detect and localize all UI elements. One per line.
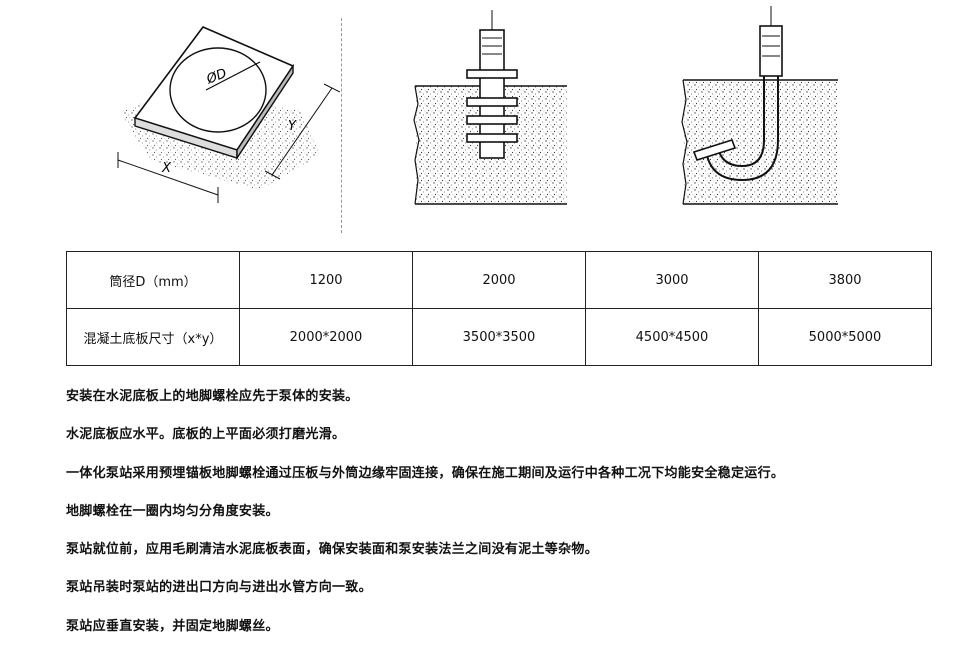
j-bolt-diagram bbox=[681, 6, 838, 205]
installation-notes: 安装在水泥底板上的地脚螺栓应先于泵体的安装。 水泥底板应水平。底板的上平面必须打… bbox=[66, 382, 946, 650]
anchor-bolt-diagram bbox=[413, 10, 567, 205]
diameter-label: ØD bbox=[204, 66, 229, 88]
note-item: 泵站应垂直安装，并固定地脚螺丝。 bbox=[66, 618, 279, 634]
note-item: 安装在水泥底板上的地脚螺栓应先于泵体的安装。 bbox=[66, 389, 359, 404]
table-cell: 3800 bbox=[758, 251, 932, 309]
table-row: 混凝土底板尺寸（x*y） 2000*2000 3500*3500 4500*45… bbox=[66, 308, 932, 366]
table-cell: 3000 bbox=[585, 251, 759, 309]
dimension-x-label: X bbox=[161, 161, 172, 176]
header-diameter-label: 筒径D（mm） bbox=[66, 251, 240, 309]
table-cell: 3500*3500 bbox=[412, 308, 586, 366]
header-size-label: 混凝土底板尺寸（x*y） bbox=[66, 308, 240, 366]
note-item: 泵站就位前，应用毛刷清洁水泥底板表面，确保安装面和泵安装法兰之间没有泥土等杂物。 bbox=[66, 542, 599, 558]
table-cell: 1200 bbox=[239, 251, 413, 309]
installation-figures: ØD X Y bbox=[0, 0, 968, 240]
table-row: 筒径D（mm） 1200 2000 3000 3800 bbox=[66, 251, 932, 309]
note-item: 一体化泵站采用预埋锚板地脚螺栓通过压板与外筒边缘牢固连接，确保在施工期间及运行中… bbox=[66, 465, 785, 481]
table-cell: 2000*2000 bbox=[239, 308, 413, 366]
figure-divider bbox=[341, 18, 342, 233]
table-cell: 2000 bbox=[412, 251, 586, 309]
note-item: 泵站吊装时泵站的进出口方向与进出水管方向一致。 bbox=[66, 580, 372, 596]
table-cell: 4500*4500 bbox=[585, 308, 759, 366]
note-item: 水泥底板应水平。底板的上平面必须打磨光滑。 bbox=[66, 427, 346, 443]
table-cell: 5000*5000 bbox=[758, 308, 932, 366]
spec-table: 筒径D（mm） 1200 2000 3000 3800 混凝土底板尺寸（x*y）… bbox=[66, 251, 932, 366]
dimension-y-label: Y bbox=[288, 119, 297, 134]
base-plate-diagram: ØD X Y bbox=[117, 26, 340, 203]
note-item: 地脚螺栓在一圈内均匀分角度安装。 bbox=[66, 503, 279, 519]
